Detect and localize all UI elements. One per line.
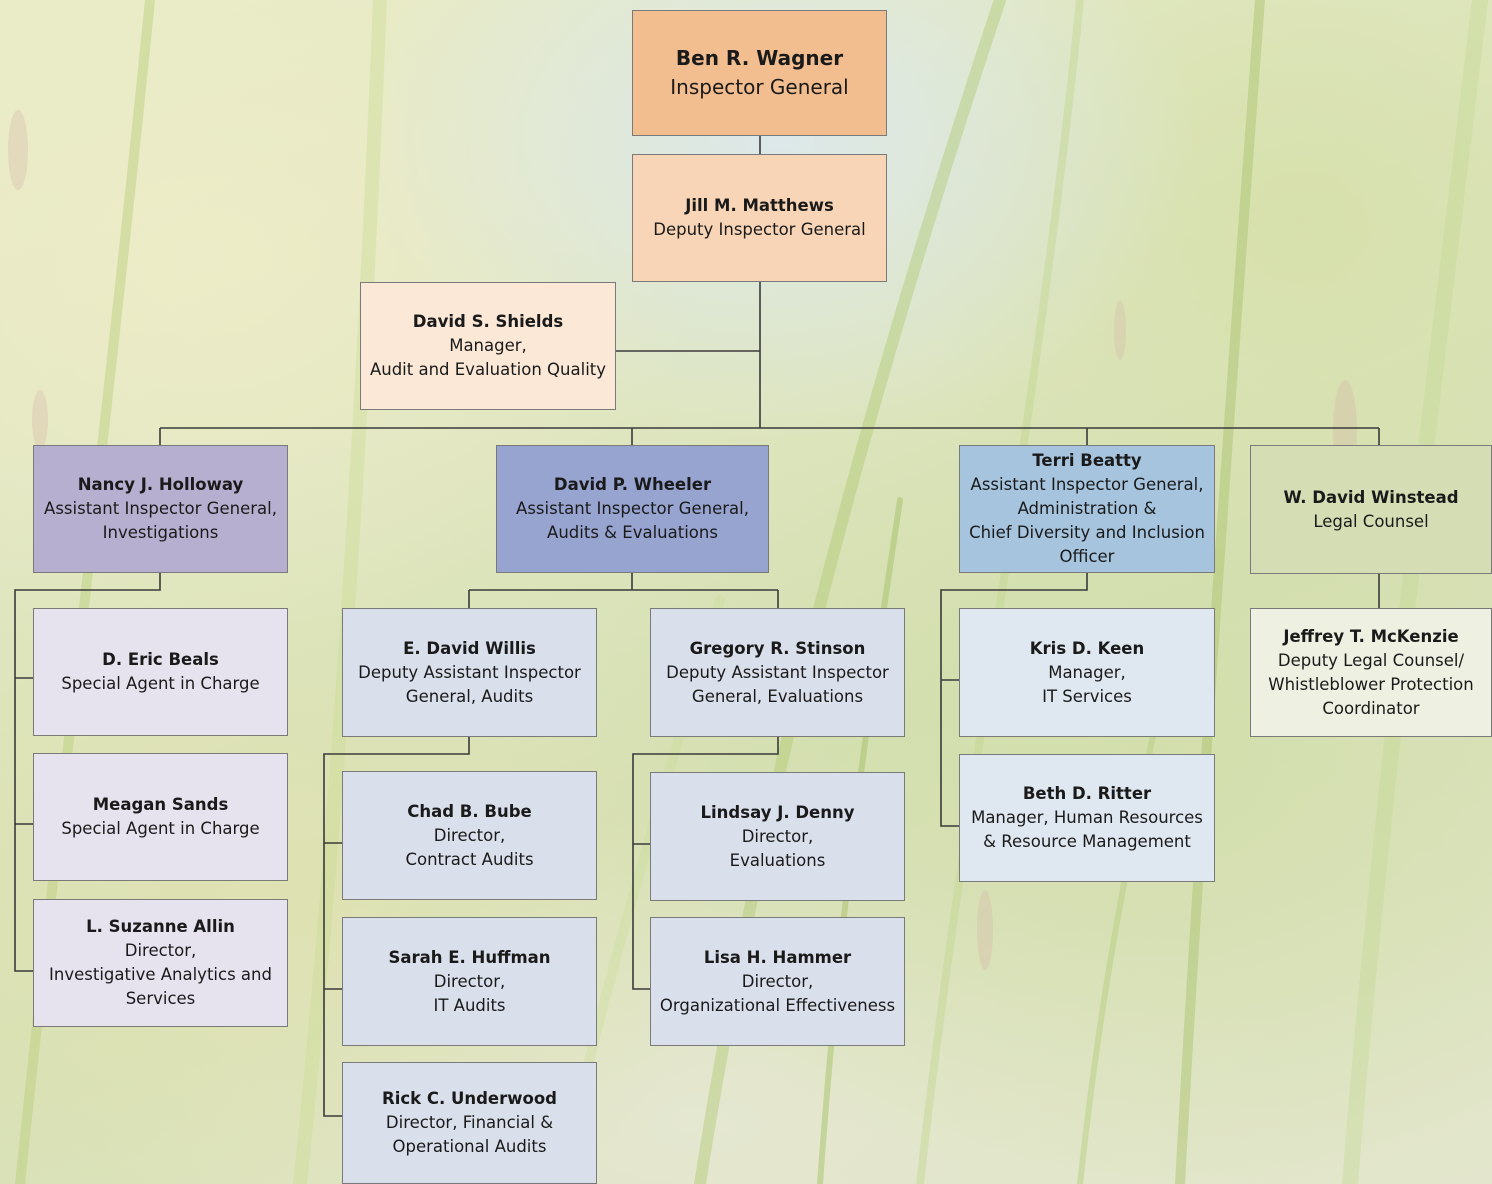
node-name: D. Eric Beals bbox=[102, 650, 219, 669]
node-title: Manager, Audit and Evaluation Quality bbox=[369, 336, 607, 379]
node-title: Director, Evaluations bbox=[729, 826, 826, 870]
org-node-evaluations: Lindsay J. Denny Director, Evaluations bbox=[650, 772, 905, 901]
node-title: Director, Investigative Analytics and Se… bbox=[49, 941, 272, 1008]
node-name: Kris D. Keen bbox=[1029, 638, 1145, 658]
node-title: Assistant Inspector General, Investigati… bbox=[44, 499, 277, 542]
node-name: Ben R. Wagner bbox=[675, 46, 844, 70]
node-name: Lindsay J. Denny bbox=[700, 802, 855, 822]
node-title: Director, Contract Audits bbox=[405, 825, 534, 869]
org-node-financial-operational-audits: Rick C. Underwood Director, Financial & … bbox=[342, 1062, 597, 1184]
connector-line bbox=[940, 573, 1088, 827]
org-node-deputy-inspector-general: Jill M. Matthews Deputy Inspector Genera… bbox=[632, 154, 887, 282]
node-name: Lisa H. Hammer bbox=[703, 947, 852, 967]
node-name: Terri Beatty bbox=[1032, 451, 1142, 470]
node-title: Legal Counsel bbox=[1313, 511, 1429, 531]
node-title: Director, Financial & Operational Audits bbox=[385, 1113, 554, 1156]
org-node-inspector-general: Ben R. Wagner Inspector General bbox=[632, 10, 887, 136]
org-node-audits-evaluations: David P. Wheeler Assistant Inspector Gen… bbox=[496, 445, 769, 573]
node-name: Gregory R. Stinson bbox=[689, 638, 866, 658]
connector-line bbox=[323, 737, 470, 1117]
org-node-deputy-audits: E. David Willis Deputy Assistant Inspect… bbox=[342, 608, 597, 737]
node-title: Inspector General bbox=[670, 75, 849, 99]
node-name: E. David Willis bbox=[403, 638, 536, 658]
org-node-investigative-analytics: L. Suzanne Allin Director, Investigative… bbox=[33, 899, 288, 1027]
org-node-deputy-evaluations: Gregory R. Stinson Deputy Assistant Insp… bbox=[650, 608, 905, 737]
node-title: Deputy Legal Counsel/ Whistleblower Prot… bbox=[1268, 650, 1474, 718]
node-name: Jeffrey T. McKenzie bbox=[1283, 626, 1459, 646]
org-node-contract-audits: Chad B. Bube Director, Contract Audits bbox=[342, 771, 597, 900]
org-node-legal-counsel: W. David Winstead Legal Counsel bbox=[1250, 445, 1492, 574]
node-title: Deputy Inspector General bbox=[653, 220, 866, 239]
node-name: W. David Winstead bbox=[1283, 487, 1459, 507]
node-title: Assistant Inspector General, Administrat… bbox=[969, 475, 1205, 566]
node-name: Jill M. Matthews bbox=[685, 196, 834, 215]
node-name: Beth D. Ritter bbox=[1022, 784, 1152, 803]
node-name: David P. Wheeler bbox=[553, 475, 712, 494]
node-title: Assistant Inspector General, Audits & Ev… bbox=[516, 499, 749, 542]
org-node-investigations: Nancy J. Holloway Assistant Inspector Ge… bbox=[33, 445, 288, 573]
org-node-administration: Terri Beatty Assistant Inspector General… bbox=[959, 445, 1215, 573]
connector-line bbox=[14, 573, 161, 972]
node-title: Manager, Human Resources & Resource Mana… bbox=[971, 808, 1203, 851]
org-node-deputy-legal-counsel: Jeffrey T. McKenzie Deputy Legal Counsel… bbox=[1250, 608, 1492, 737]
connector-line bbox=[632, 737, 779, 990]
node-title: Manager, IT Services bbox=[1042, 662, 1132, 706]
node-name: Meagan Sands bbox=[92, 795, 229, 814]
node-title: Deputy Assistant Inspector General, Eval… bbox=[666, 662, 889, 706]
node-name: Chad B. Bube bbox=[407, 801, 532, 821]
org-node-special-agent-sands: Meagan Sands Special Agent in Charge bbox=[33, 753, 288, 881]
node-name: L. Suzanne Allin bbox=[86, 917, 235, 936]
org-node-special-agent-beals: D. Eric Beals Special Agent in Charge bbox=[33, 608, 288, 736]
org-node-audit-evaluation-quality: David S. Shields Manager, Audit and Eval… bbox=[360, 282, 616, 410]
node-title: Special Agent in Charge bbox=[61, 819, 260, 838]
org-node-organizational-effectiveness: Lisa H. Hammer Director, Organizational … bbox=[650, 917, 905, 1046]
node-title: Special Agent in Charge bbox=[61, 674, 260, 693]
node-name: Nancy J. Holloway bbox=[77, 475, 244, 494]
org-node-human-resources: Beth D. Ritter Manager, Human Resources … bbox=[959, 754, 1215, 882]
org-node-it-services: Kris D. Keen Manager, IT Services bbox=[959, 608, 1215, 737]
node-name: Rick C. Underwood bbox=[382, 1089, 557, 1108]
node-title: Director, Organizational Effectiveness bbox=[659, 971, 896, 1015]
node-name: David S. Shields bbox=[412, 312, 564, 331]
org-node-it-audits: Sarah E. Huffman Director, IT Audits bbox=[342, 917, 597, 1046]
node-name: Sarah E. Huffman bbox=[388, 947, 551, 967]
node-title: Director, IT Audits bbox=[433, 971, 506, 1015]
node-title: Deputy Assistant Inspector General, Audi… bbox=[358, 662, 581, 706]
